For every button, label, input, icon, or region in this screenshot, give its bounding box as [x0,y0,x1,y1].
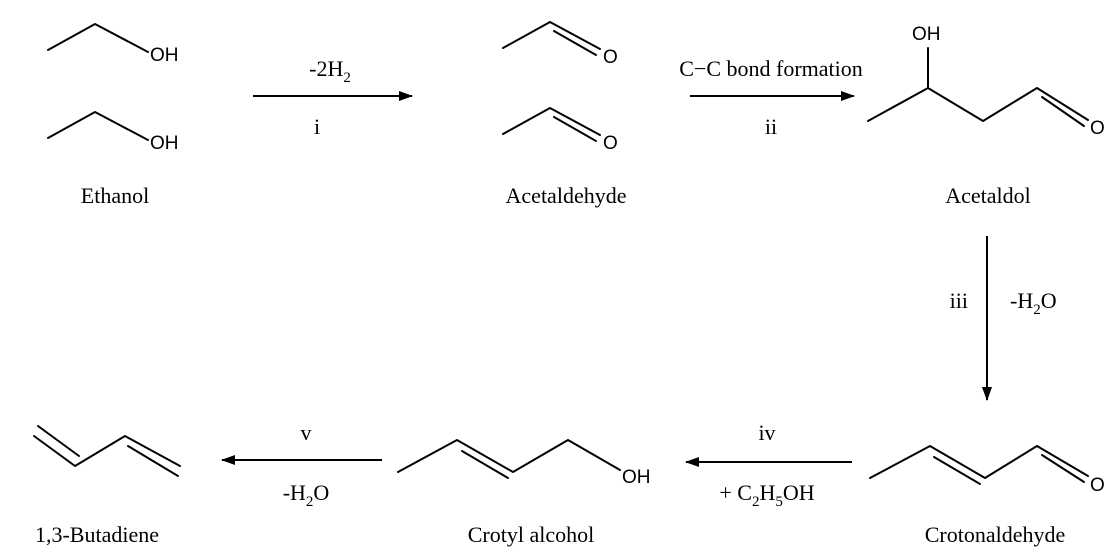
acetaldol-backbone [867,87,1089,122]
acetaldol-structure: OH O [867,24,1105,139]
acetaldehyde-o-top: O [603,47,618,68]
step-v-numeral: v [301,420,312,445]
crotyl-alcohol-double-bond [461,450,509,479]
acetaldehyde-bond-bottom [502,107,601,136]
acetaldol-label: Acetaldol [945,183,1031,208]
crotyl-alcohol-oh: OH [622,467,651,488]
step-iv-condition: + C2H5OH [719,480,814,510]
crotonaldehyde-co-double-bond [1041,454,1085,483]
step-ii-condition: C−C bond formation [679,56,863,81]
crotonaldehyde-o: O [1090,475,1105,496]
ethanol-bond-bottom [47,111,149,141]
butadiene-double-bond-1 [37,425,80,457]
acetaldehyde-o-bottom: O [603,133,618,154]
ethanol-structure: OH OH [47,23,179,154]
step-iv-numeral: iv [758,420,775,445]
step-iii-numeral: iii [950,288,968,313]
butadiene-structure [33,425,181,477]
step-i-condition: -2H2 [309,56,351,86]
crotyl-alcohol-label: Crotyl alcohol [468,522,594,547]
acetaldol-oh: OH [912,24,941,45]
step-iii-condition: -H2O [1010,288,1057,318]
step-i-numeral: i [314,114,320,139]
acetaldehyde-label: Acetaldehyde [506,183,627,208]
ethanol-oh-top: OH [150,45,179,66]
acetaldol-o: O [1090,118,1105,139]
butadiene-double-bond-2 [127,445,179,477]
crotyl-alcohol-structure: OH [397,439,651,488]
acetaldehyde-structure: O O [502,21,618,154]
crotyl-alcohol-backbone [397,439,621,473]
acetaldehyde-bond-top [502,21,601,50]
ethanol-oh-bottom: OH [150,133,179,154]
ethanol-label: Ethanol [81,183,149,208]
crotonaldehyde-cc-double-bond [933,456,981,485]
acetaldehyde-double-bond-bottom [553,116,597,142]
crotonaldehyde-label: Crotonaldehyde [925,522,1066,547]
crotonaldehyde-backbone [869,445,1089,479]
butadiene-backbone [33,435,181,467]
acetaldehyde-double-bond-top [553,30,597,56]
crotonaldehyde-structure: O [869,445,1105,496]
acetaldol-double-bond [1041,96,1085,127]
ethanol-bond-top [47,23,149,53]
butadiene-label: 1,3-Butadiene [35,522,159,547]
step-v-condition: -H2O [283,480,330,510]
step-ii-numeral: ii [765,114,777,139]
